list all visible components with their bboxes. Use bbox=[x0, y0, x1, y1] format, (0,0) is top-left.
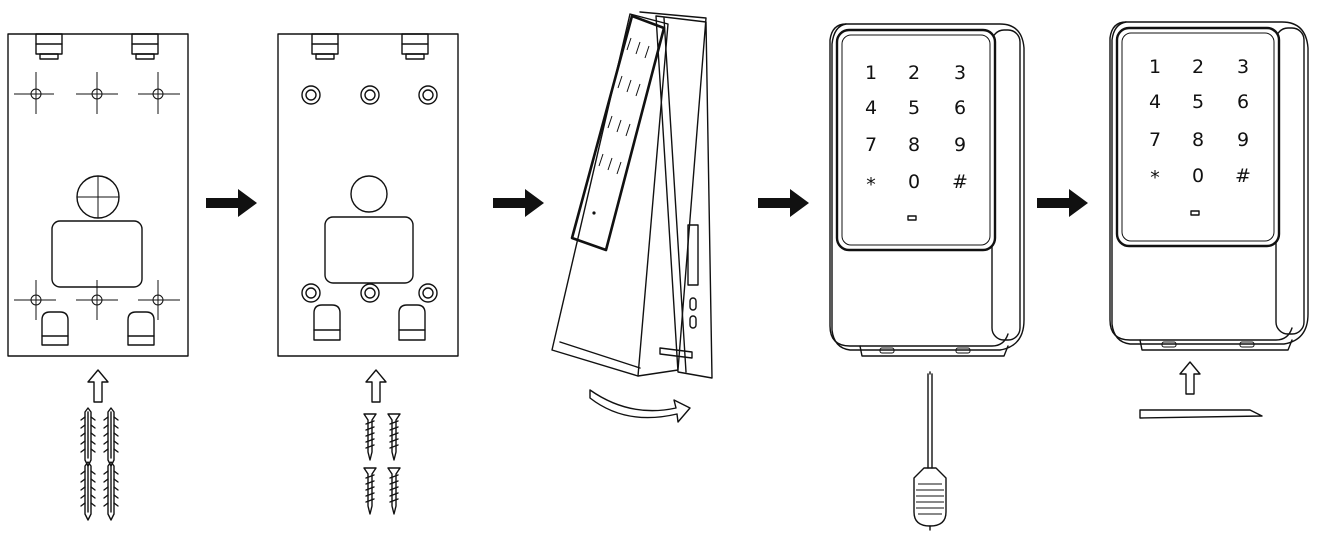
cable-cutout bbox=[324, 216, 414, 284]
step-3-hang-keypad bbox=[551, 11, 713, 423]
keypad-housing bbox=[831, 23, 1025, 351]
step-1-mounting-plate bbox=[7, 33, 189, 521]
center-hole bbox=[350, 175, 388, 213]
key-5[interactable]: 5 bbox=[908, 97, 920, 119]
wall-anchors-icon bbox=[80, 407, 119, 521]
key-1[interactable]: 1 bbox=[865, 62, 877, 84]
up-arrow-icon bbox=[365, 369, 387, 403]
screw-holes bbox=[301, 85, 438, 303]
right-arrow-icon bbox=[206, 189, 257, 217]
key-3[interactable]: 3 bbox=[954, 62, 966, 84]
key-6[interactable]: 6 bbox=[1237, 91, 1249, 113]
rotate-arrow-icon bbox=[589, 389, 691, 423]
key-hash[interactable]: # bbox=[952, 171, 968, 193]
top-hook-left bbox=[35, 33, 63, 60]
crosshair-marks bbox=[14, 72, 180, 320]
key-5[interactable]: 5 bbox=[1192, 91, 1204, 113]
keypad-glass-panel bbox=[1115, 26, 1281, 248]
key-9[interactable]: 9 bbox=[1237, 129, 1249, 151]
keypad-front-glass bbox=[570, 14, 666, 252]
step-2-mounting-plate bbox=[277, 33, 459, 515]
key-3[interactable]: 3 bbox=[1237, 56, 1249, 78]
key-star[interactable]: * bbox=[1150, 167, 1160, 189]
screwdriver-icon bbox=[913, 371, 947, 531]
key-9[interactable]: 9 bbox=[954, 134, 966, 156]
top-hook-right bbox=[131, 33, 159, 60]
screws-icon bbox=[363, 413, 401, 515]
bottom-tabs bbox=[313, 304, 426, 341]
right-arrow-icon bbox=[1037, 189, 1088, 217]
right-arrow-icon bbox=[758, 189, 809, 217]
keypad-glass-panel bbox=[835, 28, 997, 252]
top-hook-left bbox=[311, 33, 339, 60]
key-hash[interactable]: # bbox=[1235, 165, 1251, 187]
keypad-housing bbox=[1111, 21, 1309, 345]
key-1[interactable]: 1 bbox=[1149, 56, 1161, 78]
center-hole bbox=[76, 175, 120, 219]
up-arrow-icon bbox=[1179, 361, 1201, 395]
key-0[interactable]: 0 bbox=[1192, 165, 1204, 187]
status-led bbox=[907, 215, 917, 221]
key-star[interactable]: * bbox=[866, 174, 876, 196]
step-5-insert-cover: 1 2 3 4 5 6 7 8 9 * 0 # bbox=[1109, 21, 1309, 419]
status-led bbox=[1190, 210, 1200, 216]
key-7[interactable]: 7 bbox=[1149, 129, 1161, 151]
cover-strip-icon bbox=[1139, 409, 1263, 419]
keypad-body bbox=[551, 13, 669, 377]
wall-plate-side bbox=[655, 15, 713, 379]
key-8[interactable]: 8 bbox=[908, 134, 920, 156]
up-arrow-icon bbox=[87, 369, 109, 403]
bottom-tabs bbox=[41, 311, 155, 346]
step-4-tighten-screw: 1 2 3 4 5 6 7 8 9 * 0 # bbox=[829, 23, 1025, 531]
key-2[interactable]: 2 bbox=[1192, 56, 1204, 78]
key-4[interactable]: 4 bbox=[1149, 91, 1161, 113]
key-6[interactable]: 6 bbox=[954, 97, 966, 119]
right-arrow-icon bbox=[493, 189, 544, 217]
top-hook-right bbox=[401, 33, 429, 60]
key-2[interactable]: 2 bbox=[908, 62, 920, 84]
cable-cutout bbox=[51, 220, 143, 288]
keypad-keys-side bbox=[592, 37, 650, 215]
keypad-keys: 1 2 3 4 5 6 7 8 9 * 0 # bbox=[1149, 56, 1251, 216]
key-7[interactable]: 7 bbox=[865, 134, 877, 156]
key-4[interactable]: 4 bbox=[865, 97, 877, 119]
keypad-keys: 1 2 3 4 5 6 7 8 9 * 0 # bbox=[865, 62, 968, 221]
key-0[interactable]: 0 bbox=[908, 171, 920, 193]
key-8[interactable]: 8 bbox=[1192, 129, 1204, 151]
